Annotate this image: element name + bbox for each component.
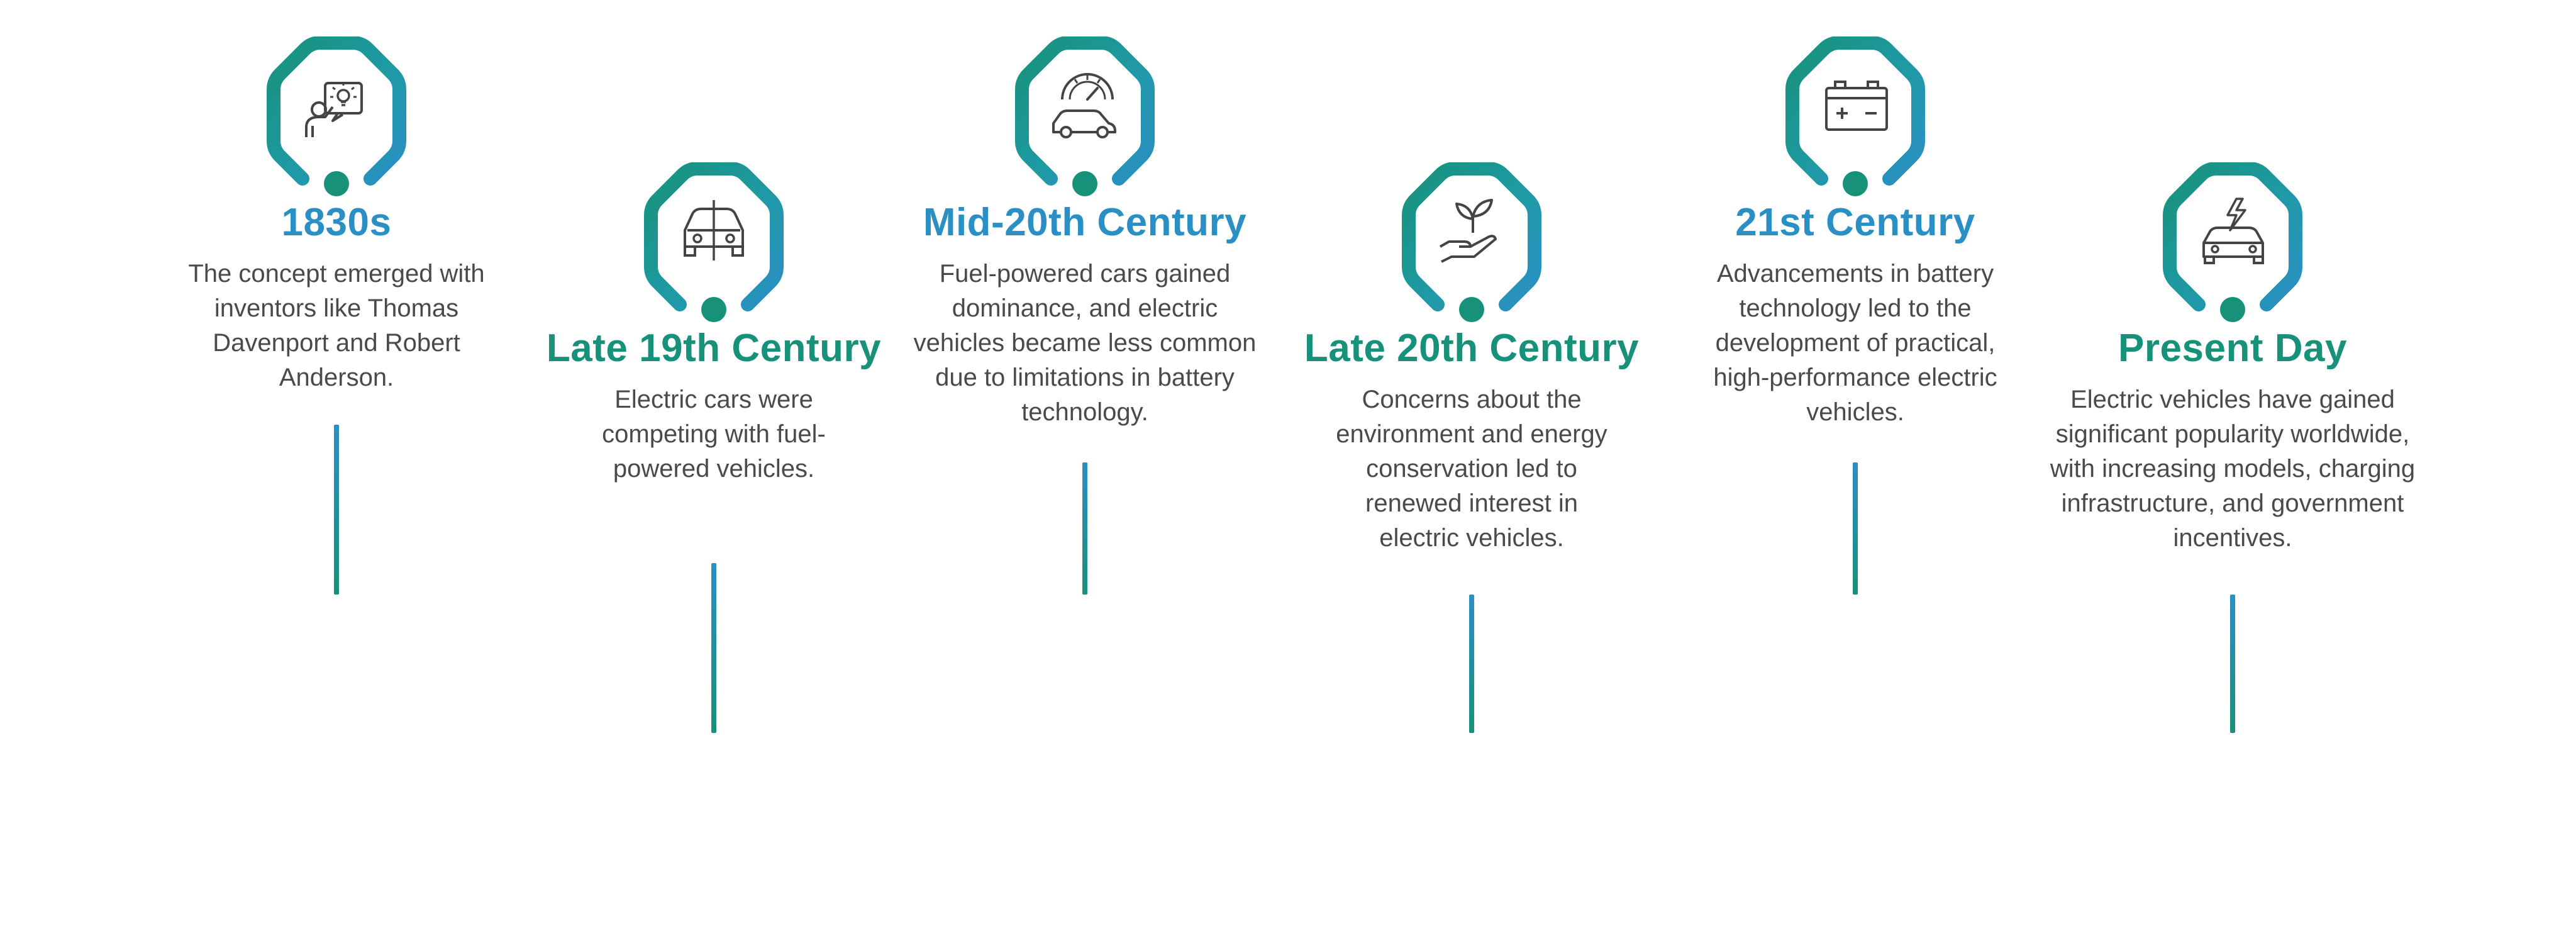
milestone-badge [638,162,789,328]
milestone-stem [1469,595,1474,733]
presenter-lightbulb-icon [305,82,363,137]
milestone-badge [1009,36,1160,203]
timeline-dot [701,297,726,322]
battery-icon [1825,81,1888,131]
milestone-description: Electric vehicles have gained significan… [2050,386,2416,552]
car-speedometer-icon [1052,73,1116,138]
milestone-badge [261,36,412,203]
milestone-title: 21st Century [1735,201,1975,244]
milestone-badge [1780,36,1931,203]
milestone-title: Mid-20th Century [923,201,1247,244]
timeline-dot [1072,171,1097,196]
milestone-stem [334,425,339,595]
milestone-title: Late 20th Century [1304,327,1640,370]
milestone-stem [1082,462,1087,595]
milestone-description: Concerns about the environment and energ… [1336,386,1607,552]
hand-plant-icon [1440,199,1497,263]
electric-car-bolt-icon [2202,198,2264,264]
timeline-dot [324,171,349,196]
milestone-title: Late 19th Century [546,327,882,370]
milestone-description: Advancements in battery technology led t… [1713,260,1997,426]
car-front-split-icon [684,200,744,260]
milestone-stem [2230,595,2235,733]
timeline-dot [1459,297,1484,322]
milestone-badge [1396,162,1547,328]
milestone-description: Electric cars were competing with fuel-p… [602,386,826,483]
milestone-title: 1830s [281,201,392,244]
milestone-description: Fuel-powered cars gained dominance, and … [913,260,1257,426]
milestone-title: Present Day [2118,327,2347,370]
milestone-description: The concept emerged with inventors like … [188,260,485,391]
milestone-badge [2157,162,2308,328]
milestone-stem [1853,462,1858,595]
timeline-dot [2220,297,2245,322]
timeline-dot [1843,171,1868,196]
milestone-stem [711,563,716,733]
